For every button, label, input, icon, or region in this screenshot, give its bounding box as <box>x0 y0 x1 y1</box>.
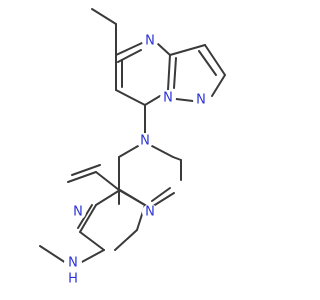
bond <box>151 187 171 202</box>
bond <box>95 171 120 191</box>
atom-label-nitrogen: N <box>137 133 153 149</box>
atom-label-nh: N H <box>64 254 82 287</box>
atom-symbol: N <box>163 91 173 106</box>
atom-label-nitrogen: N <box>160 90 176 106</box>
bond <box>67 171 97 183</box>
bond <box>118 145 139 158</box>
atom-symbol: N <box>145 205 155 220</box>
bond <box>204 44 226 76</box>
atom-symbol: N <box>145 34 155 49</box>
bond <box>167 54 171 91</box>
bond <box>39 245 67 264</box>
bond <box>175 98 194 102</box>
atom-symbol: N <box>196 93 206 108</box>
atom-label-nitrogen: N <box>70 204 86 220</box>
bond <box>157 43 171 56</box>
bond <box>79 204 97 233</box>
bond <box>119 189 146 206</box>
atom-label-nitrogen: N <box>142 204 158 220</box>
bond <box>173 57 177 89</box>
bond <box>79 249 105 264</box>
atom-symbol: N <box>140 134 150 149</box>
bond <box>211 74 226 97</box>
bond <box>198 50 217 76</box>
bond <box>79 231 105 251</box>
bond <box>172 156 182 161</box>
molecule-structure-diagram: N N N N N N N H <box>39 8 226 287</box>
atom-symbol-hydrogen: H <box>68 272 78 287</box>
bond <box>71 164 101 176</box>
bond <box>114 229 138 251</box>
atom-label-nitrogen: N <box>142 33 158 49</box>
bond <box>144 95 161 106</box>
bond <box>151 145 174 158</box>
bond <box>115 89 146 106</box>
bond <box>95 189 121 206</box>
atom-symbol: N <box>73 205 83 220</box>
atom-symbol: N <box>68 256 78 271</box>
bond <box>115 42 143 56</box>
bond <box>91 8 117 25</box>
atom-label-nitrogen: N <box>193 92 209 108</box>
bond <box>77 204 93 229</box>
bond <box>169 44 206 56</box>
